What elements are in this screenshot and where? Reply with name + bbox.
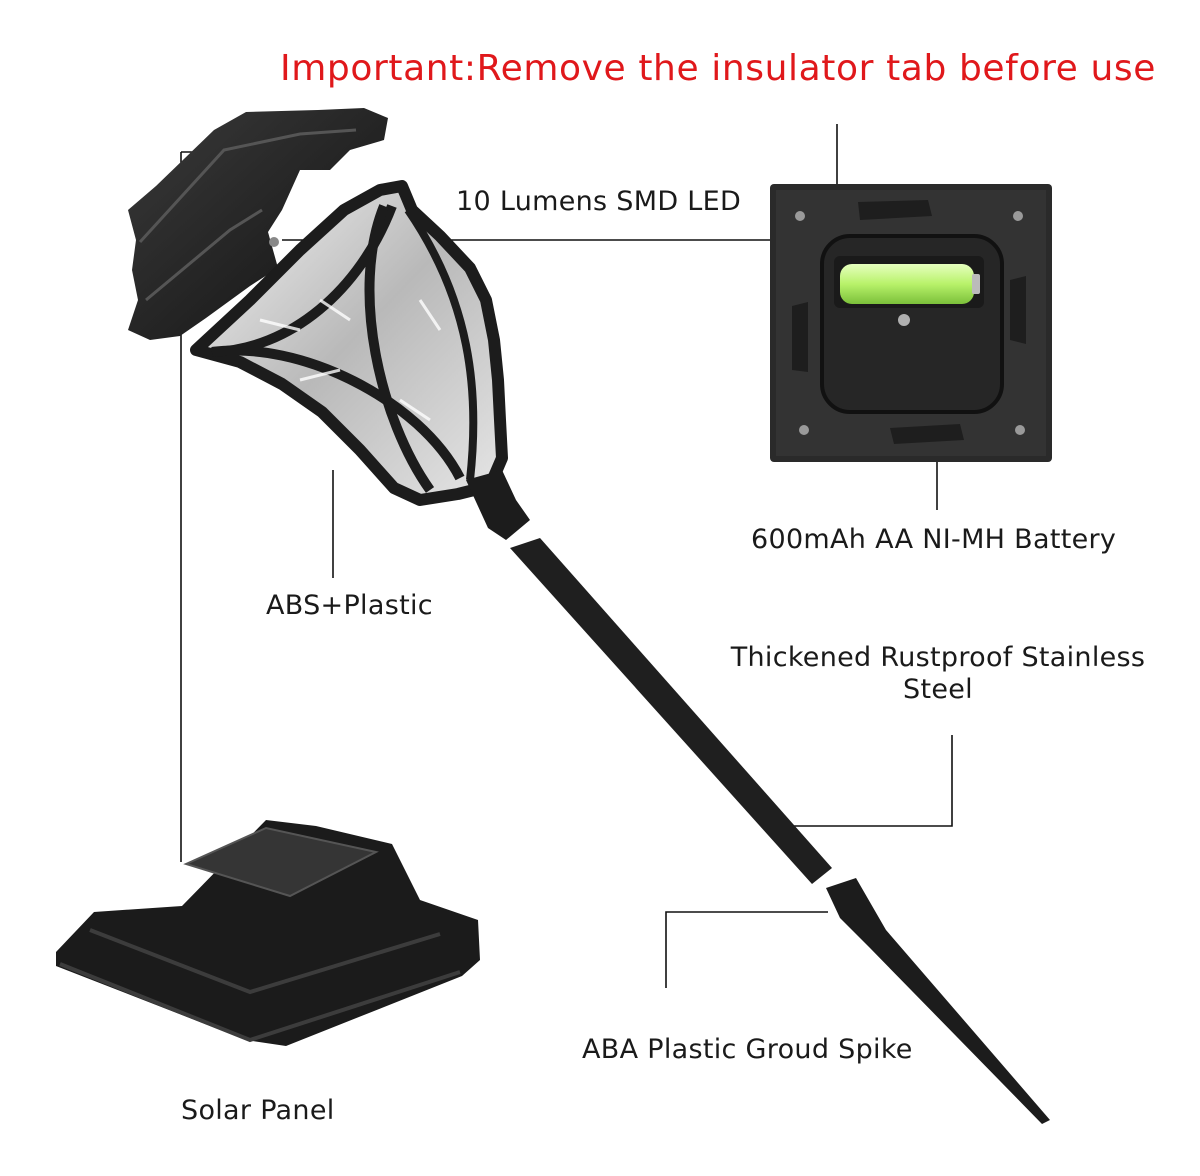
label-stake-line1: Thickened Rustproof Stainless [730, 642, 1146, 673]
leader-spike [665, 911, 828, 988]
solar-base [56, 820, 480, 1046]
label-battery: 600mAh AA NI-MH Battery [751, 524, 1117, 555]
stake [510, 538, 1050, 1124]
label-stake-line2: Steel [903, 674, 973, 705]
top-cap [128, 108, 388, 340]
warning-banner: Important:Remove the insulator tab befor… [280, 48, 1156, 89]
label-solar-panel: Solar Panel [181, 1095, 335, 1126]
label-shade-material: ABS+Plastic [266, 590, 433, 621]
lantern-shade [190, 180, 530, 540]
label-spike: ABA Plastic Groud Spike [582, 1034, 913, 1065]
label-led: 10 Lumens SMD LED [456, 186, 742, 217]
battery-housing [770, 184, 1052, 462]
leader-stake [782, 735, 953, 827]
